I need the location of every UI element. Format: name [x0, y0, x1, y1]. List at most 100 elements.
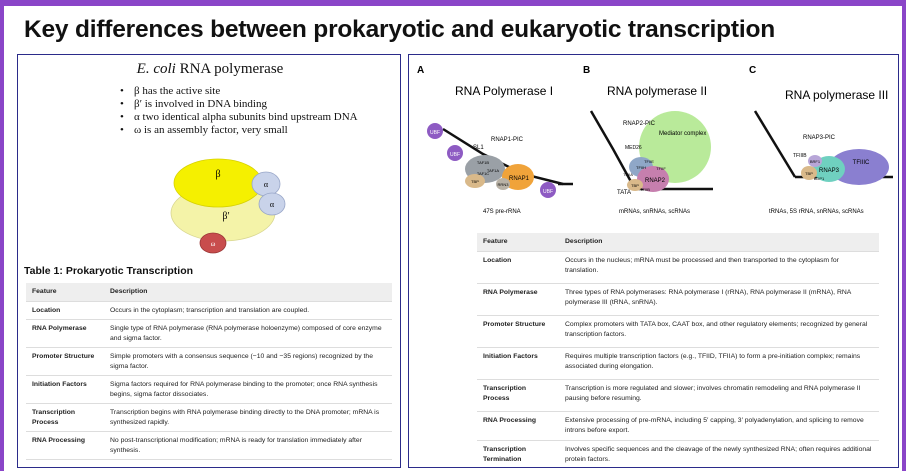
alpha-label-1: α	[264, 180, 269, 189]
ubf-label-2: UBF	[450, 152, 460, 158]
ubf-protein-1	[427, 123, 443, 139]
eukaryotic-panel: A RNA Polymerase I UBF UBF UBF SL1 RNAP1…	[408, 54, 899, 468]
sl1-label: SL1	[473, 145, 484, 151]
ubf-protein-3	[540, 182, 556, 198]
feature-cell: Initiation Factors	[477, 347, 559, 380]
pol3-product: tRNAs, 5S rRNA, snRNAs, scRNAs	[769, 209, 864, 215]
table-header-row: Feature Description	[477, 233, 879, 252]
beta-label: β	[215, 169, 220, 180]
beta-prime-label: β′	[222, 211, 229, 222]
ubf-label-3: UBF	[543, 189, 553, 195]
feature-cell: Location	[477, 251, 559, 284]
omega-label: ω	[211, 240, 216, 248]
ecoli-heading-italic: E. coli	[136, 61, 176, 77]
pol2-pic-label: RNAP2-PIC	[623, 121, 656, 127]
slide-title: Key differences between prokaryotic and …	[24, 16, 776, 43]
polymerase-subunit-diagram: β β′ α α ω	[170, 158, 286, 254]
ubf-label-1: UBF	[430, 130, 440, 136]
description-cell: Three types of RNA polymerases: RNA poly…	[559, 283, 879, 316]
ecoli-heading: E. coli RNA polymerase	[18, 61, 400, 78]
tfiih-label: TFIIH	[636, 165, 646, 170]
feature-cell: Location	[26, 301, 104, 320]
column-header-feature: Feature	[477, 233, 559, 252]
tfiif-label: TFIIF	[656, 166, 666, 171]
description-cell: No post-transcriptional modification; mR…	[104, 431, 392, 460]
panel-letter-c: C	[749, 65, 756, 76]
rnap2-enzyme	[637, 166, 669, 192]
feature-cell: Transcription Process	[477, 379, 559, 412]
description-cell: Transcription is more regulated and slow…	[559, 379, 879, 412]
tfiie-label: TFIIE	[644, 159, 654, 164]
pol2-product: mRNAs, snRNAs, scRNAs	[619, 209, 690, 215]
feature-cell: RNA Processing	[477, 411, 559, 441]
column-header-description: Description	[104, 283, 392, 302]
list-item: β has the active site	[118, 85, 368, 98]
tbp-protein-c	[801, 166, 817, 180]
list-item: ω is an assembly factor, very small	[118, 124, 368, 137]
rrn3-protein	[496, 178, 510, 190]
mediator-complex	[639, 111, 711, 183]
pol1-pic-label: RNAP1-PIC	[491, 137, 524, 143]
column-header-feature: Feature	[26, 283, 104, 302]
pol1-title: RNA Polymerase I	[455, 84, 553, 98]
mediator-label: Mediator complex	[659, 131, 706, 137]
taf1b-label: TAF1B	[477, 160, 489, 165]
accent-strip	[4, 0, 906, 6]
tbp-protein-b	[627, 179, 643, 191]
description-cell: Occurs in the cytoplasm; transcription a…	[104, 301, 392, 320]
pol3-pic-label: RNAP3-PIC	[803, 135, 836, 141]
beta-subunit	[173, 158, 263, 208]
list-item: β′ is involved in DNA binding	[118, 98, 368, 111]
taf1c-label: TAF1C	[477, 171, 489, 176]
pol1-product: 47S pre-rRNA	[483, 209, 521, 215]
description-cell: Requires multiple transcription factors …	[559, 347, 879, 380]
tfiiib-label: TFIIIB	[793, 153, 807, 159]
rnap2-label: RNAP2	[645, 178, 666, 184]
med26-label: MED26	[625, 145, 642, 151]
list-item: α two identical alpha subunits bind upst…	[118, 111, 368, 124]
pol2-dna-upstream	[589, 110, 637, 190]
tfiia-label: TFIIA	[623, 172, 633, 177]
rnap1-label: RNAP1	[509, 176, 530, 182]
feature-cell: Initiation Factors	[26, 375, 104, 404]
ubf-protein-2	[447, 145, 463, 161]
tfiib-label: TFIIB	[640, 187, 650, 192]
prokaryotic-panel: E. coli RNA polymerase β has the active …	[17, 54, 401, 468]
tfiiic-complex	[829, 149, 889, 185]
tbp-label-b: TBP	[631, 183, 639, 188]
subunit-list: β has the active site β′ is involved in …	[118, 85, 368, 137]
pol3-dna-upstream	[753, 110, 797, 178]
description-cell: Extensive processing of pre-mRNA, includ…	[559, 411, 879, 441]
prokaryotic-table-caption: Table 1: Prokaryotic Transcription	[24, 265, 194, 277]
feature-cell: RNA Polymerase	[477, 283, 559, 316]
alpha-label-2: α	[270, 200, 275, 209]
brf1-label: BRF1	[810, 159, 821, 164]
feature-cell: Transcription Termination	[477, 440, 559, 467]
description-cell: Complex promoters with TATA box, CAAT bo…	[559, 315, 879, 348]
panel-letter-b: B	[583, 65, 590, 76]
feature-cell: RNA Processing	[26, 431, 104, 460]
rnap3-label: RNAP3	[819, 168, 840, 174]
table-header-row: Feature Description	[26, 283, 392, 302]
feature-cell: Promoter Structure	[477, 315, 559, 348]
ecoli-heading-rest: RNA polymerase	[175, 61, 284, 77]
rrn3-label: RRN3	[498, 182, 510, 187]
tbp-protein-a	[465, 174, 485, 188]
description-cell: Sigma factors required for RNA polymeras…	[104, 375, 392, 404]
description-cell: Simple promoters with a consensus sequen…	[104, 347, 392, 376]
pol2-title: RNA polymerase II	[607, 84, 707, 98]
description-cell: Single type of RNA polymerase (RNA polym…	[104, 319, 392, 348]
